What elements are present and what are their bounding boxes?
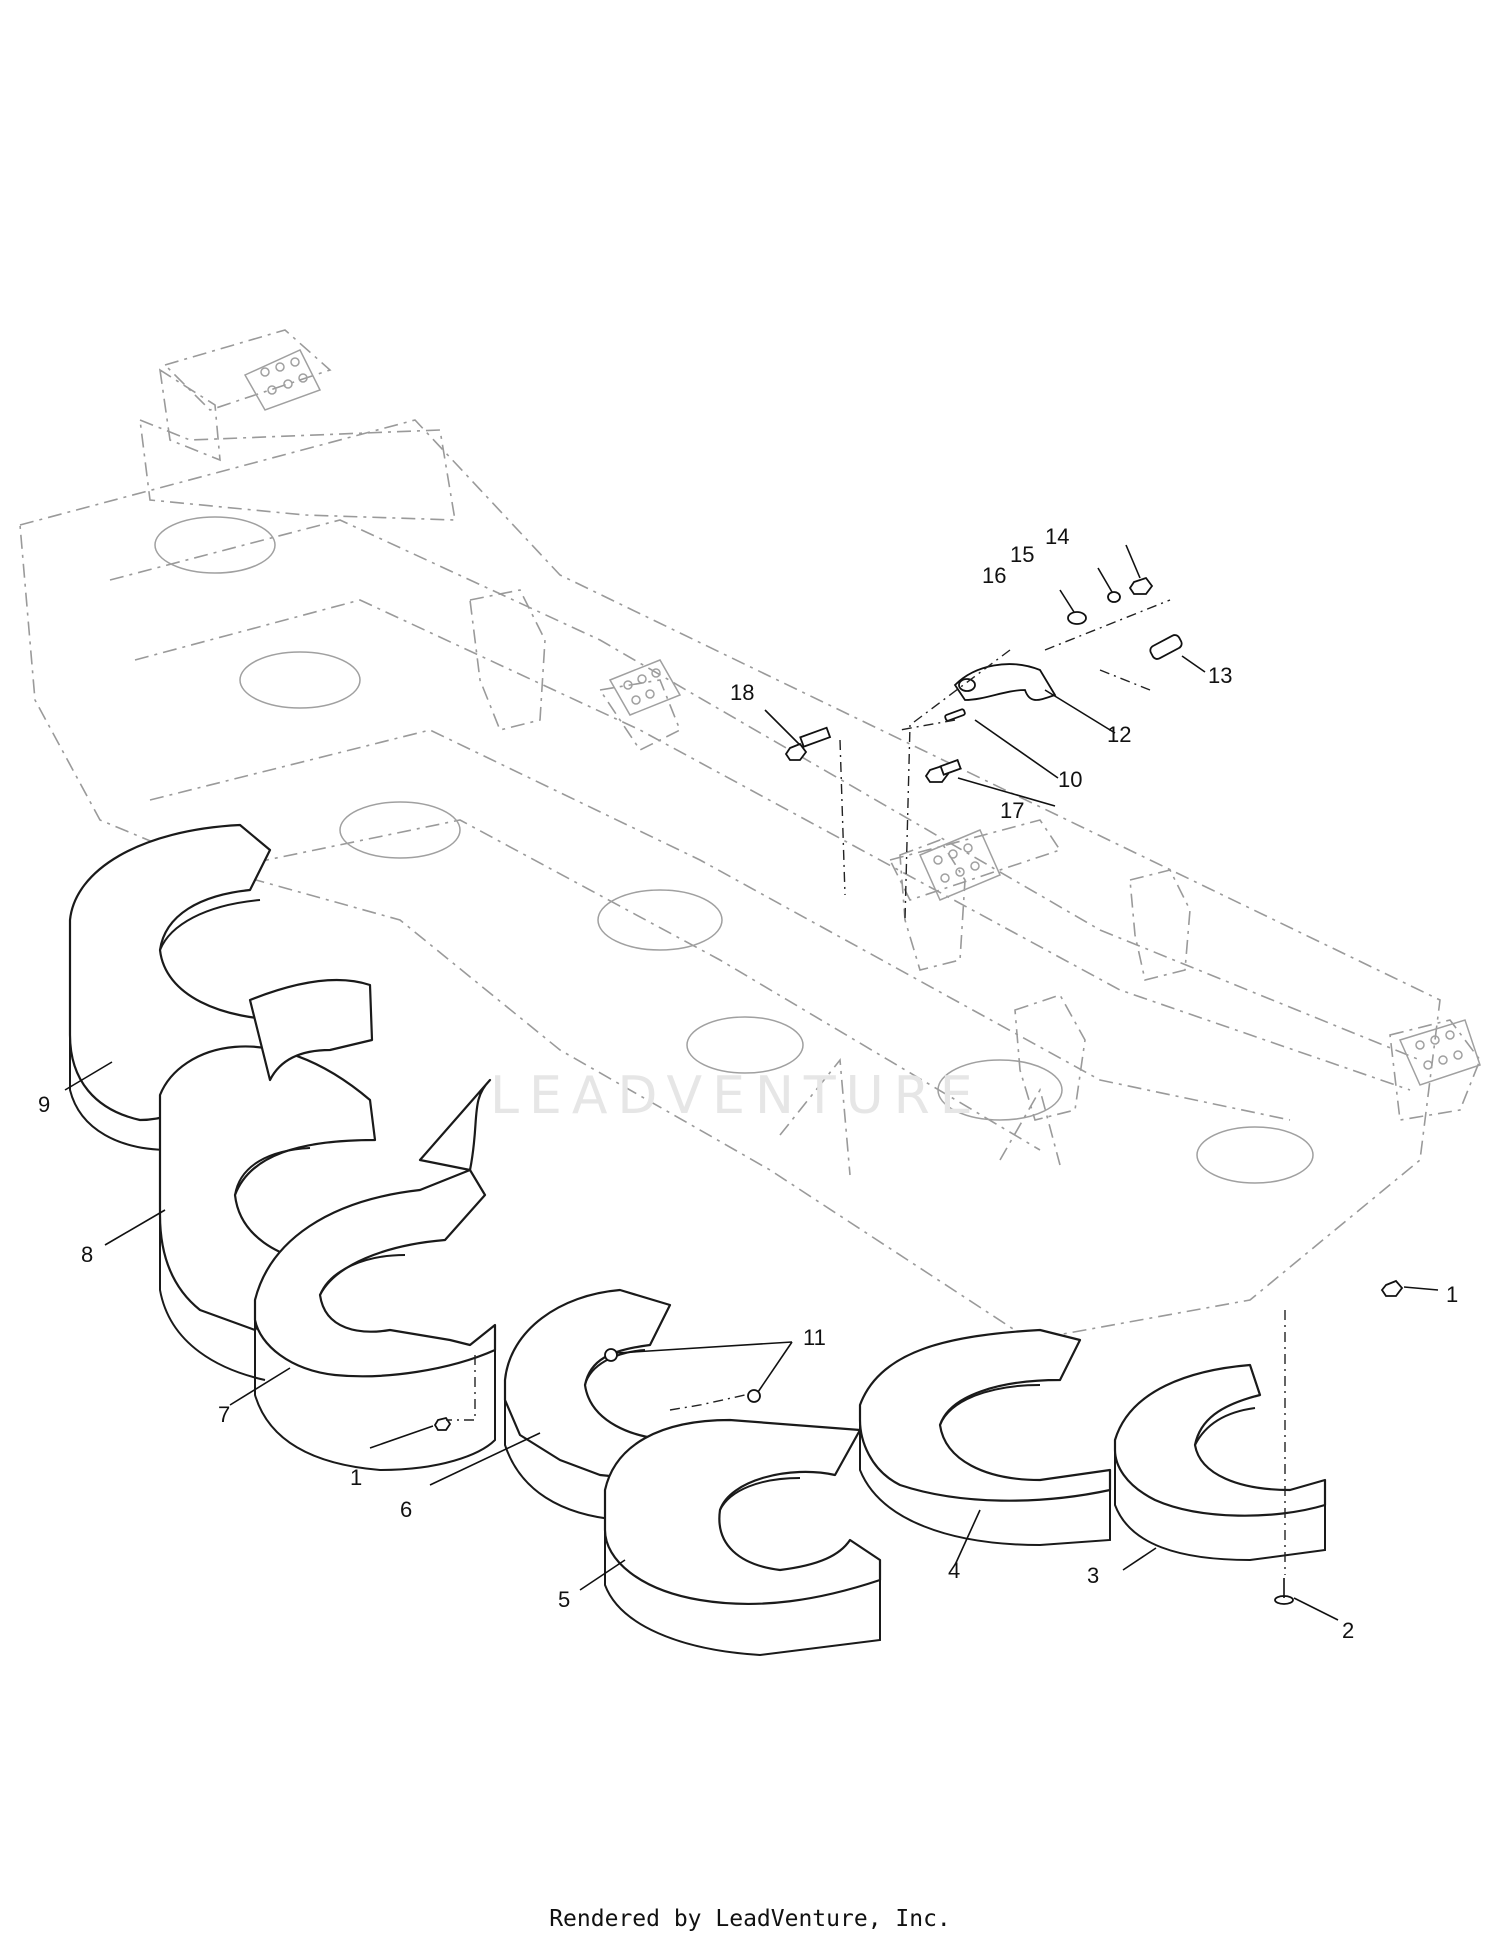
screw-part-11-b [747,1389,761,1403]
deck-height-plate-right [1398,1019,1481,1086]
callout-17: 17 [1000,798,1024,823]
baffle-part-3 [1113,1363,1327,1562]
baffle-part-8 [158,978,377,1381]
callout-16: 16 [982,563,1006,588]
baffles [68,823,1404,1657]
spindle-opening-left [154,516,276,574]
callout-14: 14 [1045,524,1069,549]
callout-18: 18 [730,680,754,705]
deck-height-plate-left [243,349,322,411]
callout-8: 8 [81,1242,93,1267]
watermark: LEADVENTURE [490,1066,983,1126]
bolt-part-17 [924,758,962,783]
mower-deck: LEADVENTURE [19,329,1481,1341]
callout-10: 10 [1058,767,1082,792]
hardware-parts [784,576,1183,921]
pin-part-10 [944,708,966,722]
baffle-part-7 [253,1078,497,1472]
callout-labels: 1 1 2 3 4 5 6 7 8 9 10 11 12 13 14 15 16… [38,524,1458,1643]
callout-4: 4 [948,1558,960,1583]
nut-part-14 [1128,576,1154,595]
deck-height-plate-center [919,829,1001,901]
nut-part-1-right [1380,1279,1404,1297]
deck-height-plate-mid [608,659,682,716]
callout-13: 13 [1208,663,1232,688]
leader-lines [64,544,1439,1621]
spindle-opening-center-2 [339,801,461,859]
pin-part-13 [1149,634,1183,660]
spindle-opening-center [597,889,723,951]
callout-7: 7 [218,1402,230,1427]
nut-part-1-left [433,1416,452,1431]
callout-11: 11 [803,1325,826,1350]
callout-15: 15 [1010,542,1034,567]
bolt-part-18 [784,726,832,761]
washer-part-16 [1067,611,1087,625]
screw-part-11-a [604,1348,618,1362]
footer-credit: Rendered by LeadVenture, Inc. [549,1906,951,1932]
callout-12: 12 [1107,722,1131,747]
callout-1-left: 1 [350,1465,362,1490]
washer-part-15 [1107,591,1121,603]
spindle-opening-right-2 [1196,1126,1314,1184]
callout-1-right: 1 [1446,1282,1458,1307]
callout-5: 5 [558,1587,570,1612]
spindle-opening-right [937,1059,1063,1121]
baffle-part-5 [603,1418,882,1657]
baffle-part-4 [858,1328,1112,1547]
callout-6: 6 [400,1497,412,1522]
callout-3: 3 [1087,1563,1099,1588]
bolt-part-2 [1274,1578,1294,1605]
callout-9: 9 [38,1092,50,1117]
callout-2: 2 [1342,1618,1354,1643]
spindle-opening-left-2 [239,651,361,709]
